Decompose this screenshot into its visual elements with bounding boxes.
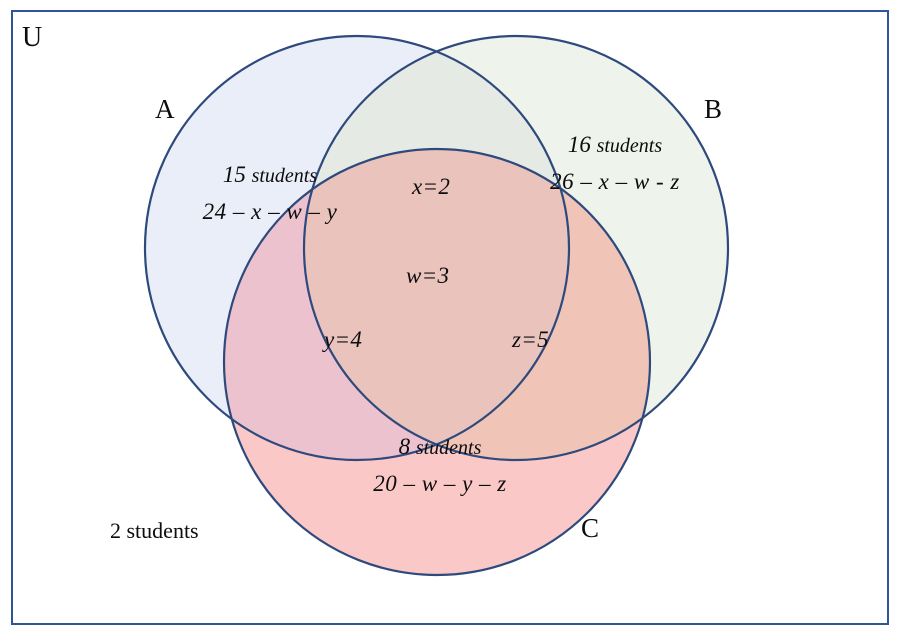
region-outside-label: 2 students [110,518,199,543]
region-b-only-expression: 26 – x – w - z [550,169,680,195]
region-b-only-count: 16 students [567,132,663,157]
region-c-only-count: 8 students [398,434,482,459]
region-a-only-text: 15 students 24 – x – w – y [170,162,370,226]
universe-frame [11,10,889,625]
circle-set-a-outline [143,34,571,462]
universe-label: U [22,22,43,53]
region-a-only-count: 15 students [222,162,318,187]
circle-set-c-outline [222,147,652,577]
set-label-c: C [581,513,600,543]
region-a-int-c-label: y=4 [324,327,363,352]
region-b-int-c-label: z=5 [512,327,549,352]
region-c-only-text: 8 students 20 – w – y – z [335,434,545,498]
circle-set-b-outline [302,34,730,462]
region-c-only-expression: 20 – w – y – z [373,471,507,497]
region-a-only-expression: 24 – x – w – y [202,199,338,225]
set-label-b: B [704,94,723,124]
region-a-int-b-int-c-fill [304,149,569,460]
region-a-int-b-label: x=2 [412,174,451,199]
region-a-int-b-int-c-label: w=3 [406,263,450,288]
region-b-only-text: 16 students 26 – x – w - z [510,132,720,196]
set-label-a: A [155,94,175,124]
